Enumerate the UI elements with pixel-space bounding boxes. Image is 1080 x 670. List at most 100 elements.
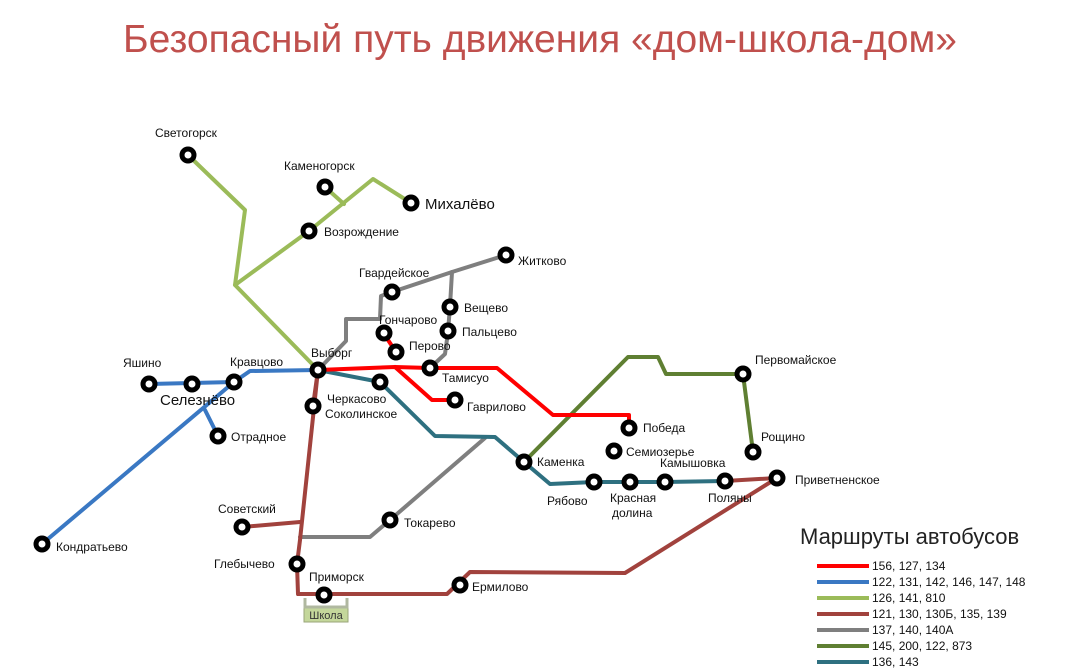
station-marker bbox=[209, 427, 227, 445]
label-mikhalevo: Михалёво bbox=[425, 196, 495, 213]
label-zhitkovo: Житково bbox=[518, 254, 567, 268]
legend-swatch bbox=[817, 660, 869, 664]
legend-label: 136, 143 bbox=[872, 655, 919, 669]
legend-swatch bbox=[817, 580, 869, 584]
station-marker bbox=[768, 469, 786, 487]
label-yashino: Яшино bbox=[123, 356, 162, 370]
legend-swatch bbox=[817, 596, 869, 600]
route-light-green-branch bbox=[233, 229, 311, 287]
legend-label: 137, 140, 140А bbox=[872, 623, 954, 637]
label-kamenogorsk: Каменогорск bbox=[284, 159, 355, 173]
station-marker bbox=[402, 194, 420, 212]
station-marker bbox=[300, 222, 318, 240]
station-marker bbox=[387, 343, 405, 361]
legend-row: 145, 200, 122, 873 bbox=[800, 638, 1070, 654]
label-gavrilovo: Гаврилово bbox=[467, 400, 526, 414]
legend: Маршруты автобусов 156, 127, 134 122, 13… bbox=[800, 524, 1070, 670]
legend-swatch bbox=[817, 612, 869, 616]
station-marker bbox=[621, 473, 639, 491]
label-kamyshovka: Камышовка bbox=[660, 456, 726, 470]
label-ryabovo: Рябово bbox=[547, 494, 588, 508]
legend-label: 126, 141, 810 bbox=[872, 591, 946, 605]
station-marker bbox=[33, 535, 51, 553]
legend-row: 122, 131, 142, 146, 147, 148 bbox=[800, 574, 1070, 590]
station-marker bbox=[451, 576, 469, 594]
station-marker bbox=[316, 178, 334, 196]
route-blue-sw bbox=[40, 380, 236, 546]
label-cherkasovo: Черкасово bbox=[327, 392, 387, 406]
label-primorsk: Приморск bbox=[309, 570, 365, 584]
station-marker bbox=[304, 397, 322, 415]
station-marker bbox=[288, 555, 306, 573]
label-seleznevo: Селезнёво bbox=[160, 392, 235, 409]
legend-swatch bbox=[817, 644, 869, 648]
label-sovetsky: Советский bbox=[218, 502, 276, 516]
station-marker bbox=[656, 473, 674, 491]
station-marker bbox=[183, 375, 201, 393]
station-marker bbox=[309, 361, 327, 379]
label-gvardeyskoe: Гвардейское bbox=[359, 266, 430, 280]
station-marker bbox=[734, 365, 752, 383]
station-marker bbox=[515, 453, 533, 471]
route-gray bbox=[316, 253, 508, 372]
label-vozrozhdenie: Возрождение bbox=[324, 225, 399, 239]
school-outline bbox=[303, 598, 349, 609]
label-tamisuo: Тамисуо bbox=[442, 371, 489, 385]
label-kamenka: Каменка bbox=[537, 455, 585, 469]
station-marker-primorsk bbox=[315, 586, 333, 604]
legend-title: Маршруты автобусов bbox=[800, 524, 1020, 549]
label-paltsevo: Пальцево bbox=[462, 325, 517, 339]
route-dark-green bbox=[522, 355, 755, 464]
station-marker bbox=[585, 473, 603, 491]
station-marker bbox=[441, 298, 459, 316]
route-brown bbox=[295, 368, 779, 596]
station-marker bbox=[233, 518, 251, 536]
label-otradnoe: Отрадное bbox=[231, 430, 286, 444]
station-marker bbox=[381, 511, 399, 529]
station-marker bbox=[371, 373, 389, 391]
label-tokarevo: Токарево bbox=[404, 516, 456, 530]
station-marker bbox=[383, 283, 401, 301]
label-vyborg: Выборг bbox=[311, 346, 353, 360]
label-privetninskoe: Приветненское bbox=[795, 473, 880, 487]
station-marker bbox=[497, 246, 515, 264]
legend-row: 126, 141, 810 bbox=[800, 590, 1070, 606]
station-marker bbox=[421, 359, 439, 377]
station-marker bbox=[716, 472, 734, 490]
legend-row: 136, 143 bbox=[800, 654, 1070, 670]
label-semiozerye: Семиозерье bbox=[626, 445, 695, 459]
label-glebychevo: Глебычево bbox=[214, 557, 275, 571]
legend-swatch bbox=[817, 628, 869, 632]
school-label: Школа bbox=[309, 610, 343, 622]
label-pervomayskoe: Первомайское bbox=[755, 353, 837, 367]
label-pobeda: Победа bbox=[643, 421, 685, 435]
station-marker bbox=[439, 322, 457, 340]
label-polyany: Поляны bbox=[708, 491, 752, 505]
station-marker bbox=[744, 443, 762, 461]
label-perovo: Перово bbox=[409, 339, 451, 353]
label-veschevo: Вещево bbox=[464, 301, 508, 315]
station-marker bbox=[620, 419, 638, 437]
legend-row: 137, 140, 140А bbox=[800, 622, 1070, 638]
legend-label: 121, 130, 130Б, 135, 139 bbox=[872, 607, 1007, 621]
label-svetogorsk: Светогорск bbox=[155, 126, 218, 140]
label-kondratyevo: Кондратьево bbox=[56, 540, 128, 554]
label-sokolinskoe: Соколинское bbox=[325, 407, 398, 421]
legend-label: 145, 200, 122, 873 bbox=[872, 639, 973, 653]
label-goncharovo: Гончарово bbox=[379, 313, 438, 327]
page-title: Безопасный путь движения «дом-школа-дом» bbox=[123, 18, 957, 61]
route-gray-south bbox=[298, 436, 487, 539]
station-marker bbox=[375, 324, 393, 342]
label-kravtsovo: Кравцово bbox=[230, 355, 283, 369]
route-light-green-north bbox=[307, 177, 413, 233]
legend-label: 122, 131, 142, 146, 147, 148 bbox=[872, 575, 1026, 589]
legend-row: 121, 130, 130Б, 135, 139 bbox=[800, 606, 1070, 622]
route-brown-sovetsky bbox=[240, 520, 302, 529]
legend-row: 156, 127, 134 bbox=[800, 558, 1070, 574]
station-marker bbox=[225, 373, 243, 391]
legend-label: 156, 127, 134 bbox=[872, 559, 946, 573]
label-roschino: Рощино bbox=[761, 430, 805, 444]
label-ermilovo: Ермилово bbox=[472, 580, 529, 594]
label-krasnaya-1: Красная bbox=[610, 491, 656, 505]
